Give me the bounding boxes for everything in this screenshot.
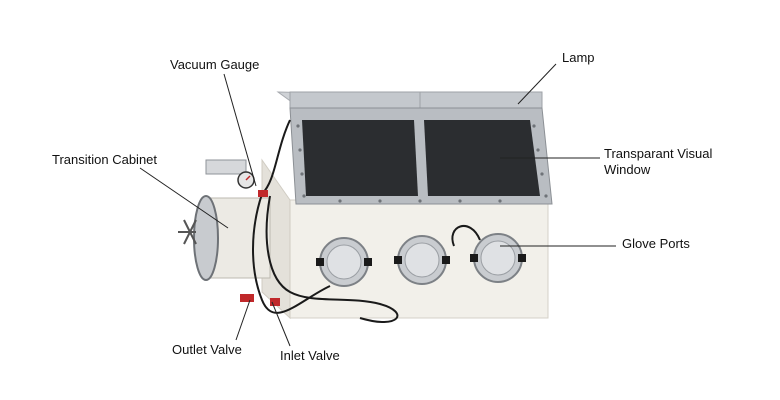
- label-glove-ports: Glove Ports: [622, 236, 690, 251]
- window-pane-left: [302, 120, 418, 196]
- label-transparent-window-line2: Window: [604, 162, 651, 177]
- label-vacuum-gauge: Vacuum Gauge: [170, 57, 260, 72]
- label-inlet-valve: Inlet Valve: [280, 348, 340, 363]
- lamp-housing: [289, 91, 543, 109]
- antechamber-door: [193, 195, 219, 281]
- vacuum-gauge-icon: [237, 171, 255, 189]
- leader-lines: [139, 63, 616, 347]
- label-outlet-valve: Outlet Valve: [172, 342, 242, 357]
- label-transparent-window-line1: Transparant Visual: [604, 146, 713, 161]
- label-transparent-window: Transparant Visual Window: [604, 146, 712, 178]
- label-transition-cabinet: Transition Cabinet: [52, 152, 158, 167]
- glove-port-icon: [470, 233, 526, 283]
- antechamber-frame: [205, 159, 247, 175]
- glove-port-icon: [394, 235, 450, 285]
- label-lamp: Lamp: [562, 50, 595, 65]
- window-pane-right: [424, 120, 540, 196]
- valve-icon: [240, 190, 280, 306]
- hoses: [252, 119, 481, 323]
- frame-bolts: [296, 124, 548, 203]
- glove-port-icon: [316, 237, 372, 287]
- door-handle: [178, 219, 197, 245]
